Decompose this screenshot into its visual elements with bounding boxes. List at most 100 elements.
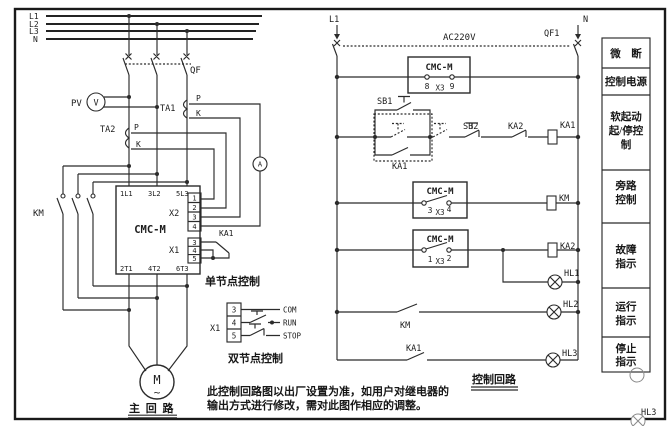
x3-label: X3 [435,84,444,93]
ka2-coil [547,242,558,258]
ta2-label: TA2 [100,125,115,135]
run-label: RUN [283,319,297,328]
cmc-m-unit: 1L1 3L2 5L3 CMC-M 2T1 4T2 6T3 X2 1 2 3 4… [115,185,202,275]
ka1-contact-label: KA1 [392,162,407,172]
contact-terminal [90,193,96,199]
legend-row-run-1: 运行 [616,300,637,313]
terminal-3l2: 3L2 [148,190,161,198]
pin-3: 3 [428,206,433,215]
stop-label: STOP [283,332,302,341]
com-label: COM [283,306,297,315]
junction-dot [270,320,274,325]
x1-detail-pin-3: 3 [232,306,237,315]
dual-node-caption: 双节点控制 [228,351,283,365]
rung-start-stop: SB1 KA1 SB2 KA2 KA1 [337,95,578,172]
control-breaker-label: QF1 [544,29,559,39]
ammeter-dial [252,156,268,172]
bypass-contact-blades [56,197,94,215]
x1-detail-pin-5: 5 [232,332,237,341]
breaker-qf: QF [122,53,201,76]
motor-body [139,364,175,400]
bus-label-n: N [33,35,38,44]
bypass-km-label: KM [33,209,44,219]
ka1-coil [547,129,558,145]
x1-detail-dividers [227,315,241,330]
note-line-1: 此控制回路图以出厂设置为准，如用户对继电器的 [207,384,449,398]
ta1-p-label: P [196,94,201,103]
terminal [424,74,430,80]
terminal [446,200,452,206]
pin-4: 4 [447,205,452,214]
x2-pin-1: 1 [192,195,196,203]
dual-node-wires [241,308,280,337]
rung-fault-output: CMC-M 1 X3 2 KA2 HL1 [337,229,579,290]
x3-label: X3 [435,208,444,217]
terminal-1l1: 1L1 [120,190,133,198]
arrow-down-icon [575,34,581,40]
drawing-frame [13,7,667,421]
legend-table: 微 断 控制电源 软起动 起/停控 制 旁路 控制 故障 指示 运行 指示 停止… [601,37,651,373]
sb1-label: SB1 [377,97,392,107]
breaker-blades [122,57,188,76]
note: 此控制回路图以出厂设置为准，如用户对继电器的 输出方式进行修改，需对此图作相应的… [207,384,449,412]
terminal [446,247,452,253]
bus-label-l2: L2 [29,20,39,29]
cmc-m-power-box [407,56,471,94]
lamp-cross [632,415,644,426]
motor: M ~ 主 回 路 [128,274,188,419]
cmc-m-model: CMC-M [134,224,166,236]
ta1-label: TA1 [160,104,175,114]
rung-run-indicator: KM HL2 [337,300,578,331]
x1-pin-3: 3 [192,239,196,247]
sb2-stop-button [464,122,480,138]
ammeter-glyph: A [258,161,263,169]
contact-blade [425,194,448,203]
cmc-m-model: CMC-M [425,63,453,73]
phase-drop-wires [128,16,188,186]
x1-pin-4: 4 [192,247,196,255]
lamp-cross [549,276,561,288]
ka1-seal-in-contact [374,137,431,156]
x2-pin-3: 3 [192,214,196,222]
pin-9: 9 [450,82,455,91]
x1-pin-dividers [188,245,201,256]
phase-breaker-pole [331,39,341,57]
sb2-label: SB2 [463,122,478,132]
lamp-branch-wire [502,250,578,283]
ta2-coil-arcs [124,127,130,149]
legend-row-stop-1: 停止 [616,342,637,355]
cmc-m-model: CMC-M [426,235,454,245]
optional-button-2 [432,122,448,138]
terminal-4t2: 4T2 [148,265,161,273]
single-node-wires [201,241,230,259]
ka1-coil-label: KA1 [560,121,575,131]
bypass-bottom-joins [63,285,187,311]
ka1-contact-blade [215,241,230,254]
ka1-nc-contact [406,351,425,361]
legend-row-softstart-1: 软起动 [610,110,642,123]
x2-pin-4: 4 [192,223,196,231]
motor-feed-wires [128,274,188,372]
single-node-control: KA1 单节点控制 [201,229,260,288]
pin-8: 8 [425,82,430,91]
legend-row-breaker: 微 断 [609,47,642,60]
contact-terminal [75,193,81,199]
x2-pin-2: 2 [192,204,196,212]
x3-label: X3 [435,257,444,266]
lamp-cross [548,306,560,318]
motor-wave-glyph: ~ [154,386,161,399]
artifact-hl3-label: HL3 [641,408,656,418]
bus-label-l1: L1 [29,12,39,21]
legend-row-fault-2: 指示 [616,257,637,270]
hl1-label: HL1 [564,269,579,279]
ka1-contact-label: KA1 [406,344,421,354]
legend-row-bypass-1: 旁路 [615,179,637,192]
terminal [421,200,427,206]
bypass-verticals [62,166,94,310]
legend-row-softstart-3: 制 [621,138,632,151]
km-coil-label: KM [559,194,569,204]
legend-border [601,37,651,373]
voltage-label: AC220V [443,33,476,43]
legend-row-control-power: 控制电源 [605,75,647,88]
